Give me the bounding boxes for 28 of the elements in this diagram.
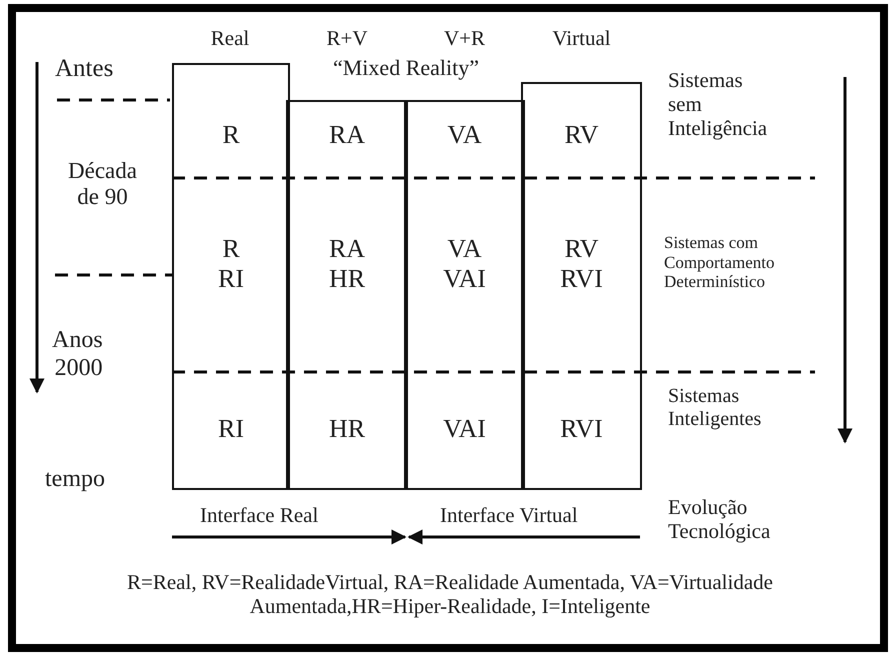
text-label: Sistemas Inteligentes [668,385,762,431]
cell-text: RA HR [328,234,366,294]
column-heading: Virtual [551,26,612,50]
cell-text: RVI [560,414,603,444]
cell-text: VA [447,120,482,150]
text-label: Sistemas com Comportamento Determinístico [664,233,776,292]
text-label: Década de 90 [67,158,138,211]
text-label: Anos 2000 [52,327,103,382]
text-label: Interface Real [200,503,318,528]
cell-text: RV RVI [560,234,603,294]
column-heading: R+V [325,26,368,50]
cell-text: RV [564,120,599,150]
cell-text: VA VAI [443,234,486,294]
cell-text: RI [218,414,244,444]
column-heading: V+R [442,26,486,50]
column-heading: Real [210,26,250,50]
cell-text: VAI [443,414,486,444]
cell-text: R RI [218,234,244,294]
text-label: Sistemas sem Inteligência [668,68,768,140]
text-label: Antes [55,55,114,84]
cell-text: R [222,120,240,150]
text-label: tempo [45,466,105,494]
group-heading: “Mixed Reality” [332,55,480,80]
text-label: Interface Virtual [440,503,578,528]
cell-text: RA [328,120,366,150]
text-label: Evolução Tecnológica [668,495,770,544]
legend-text: R=Real, RV=RealidadeVirtual, RA=Realidade Aumentada, VA=Virtualidade Aumentada,HR=Hiper-Realidade, I=Inteligente [126,570,774,618]
cell-text: HR [328,414,366,444]
